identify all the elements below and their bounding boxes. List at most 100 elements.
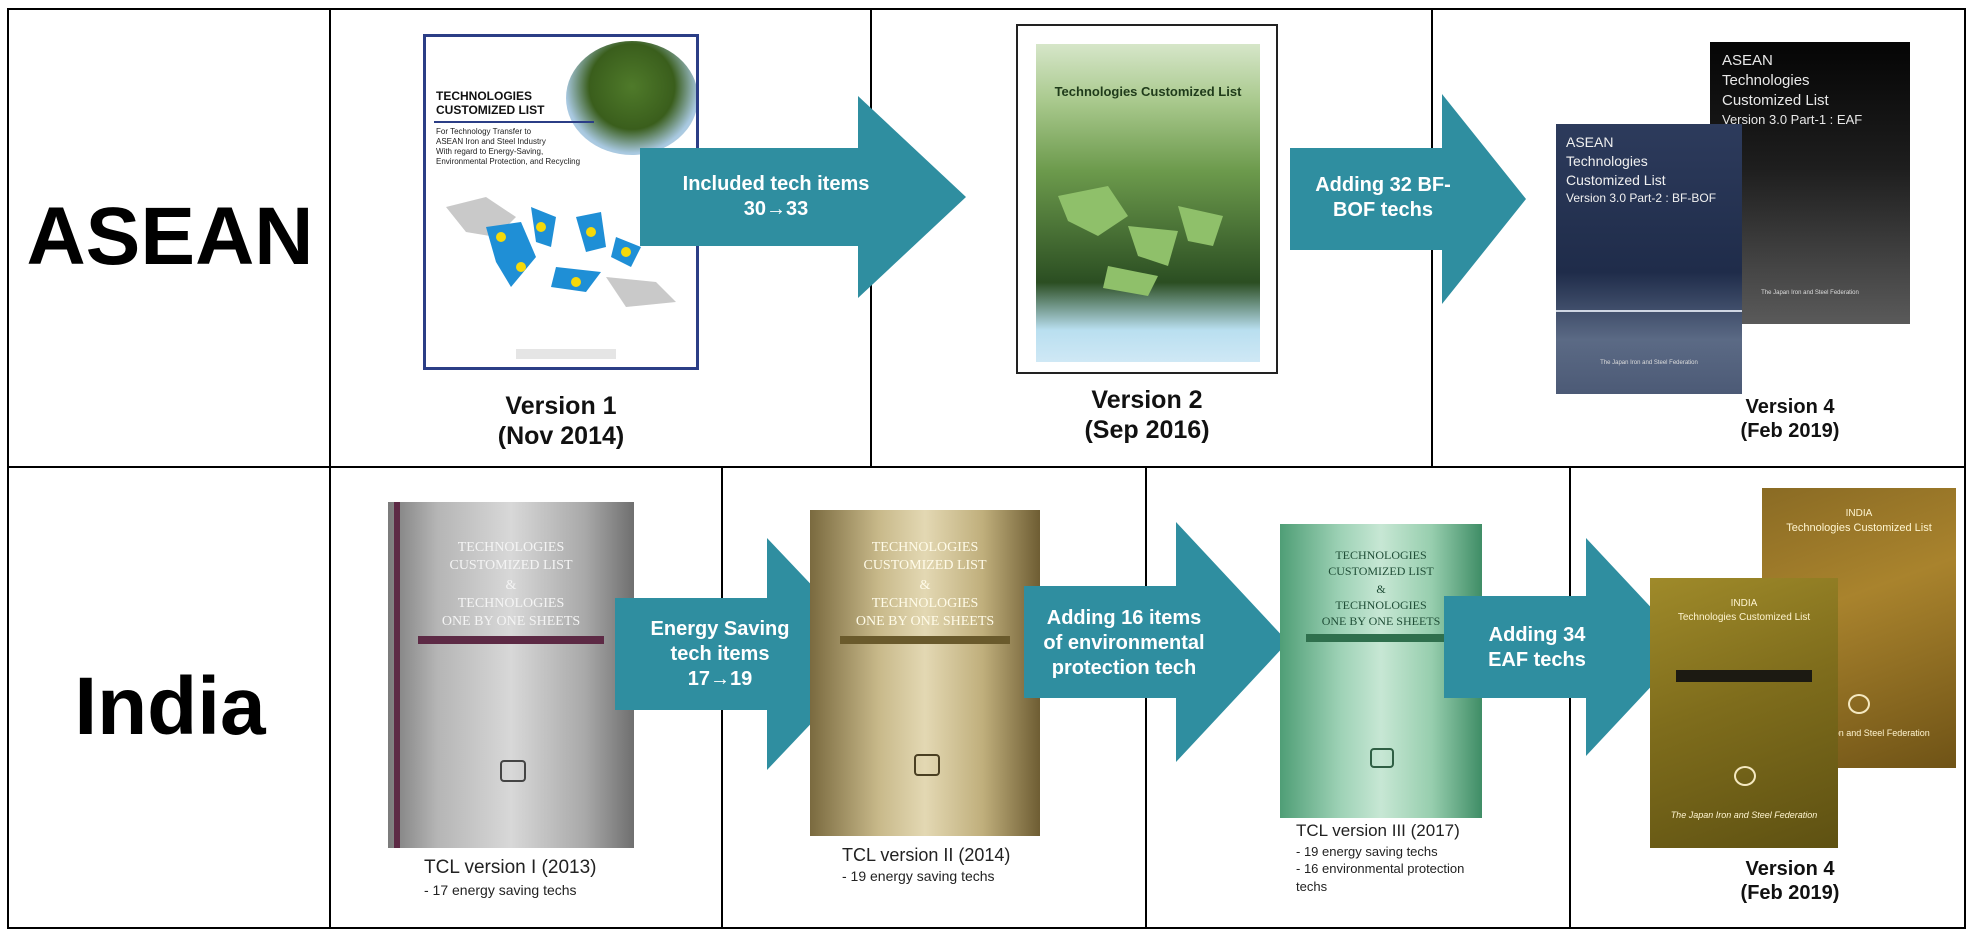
asean-v4-front-line3: Customized List (1566, 172, 1666, 188)
india-arrow-3-line1: Adding 34 (1488, 624, 1586, 646)
india-v4-front-cover: INDIA Technologies Customized List The J… (1650, 578, 1838, 848)
india-v2-caption-item1: - 19 energy saving techs (842, 868, 995, 885)
asean-v1-desc-line1: For Technology Transfer to (436, 127, 532, 136)
asean-arrow-2-label: Adding 32 BF- BOF techs (1292, 148, 1474, 248)
row-label-asean: ASEAN (26, 191, 314, 282)
india-v1-title-line4: ONE BY ONE SHEETS (441, 614, 581, 629)
india-v4-back-footer: Iron and Steel Federation (1828, 728, 1930, 738)
india-arrow-1-label: Energy Saving tech items 17→19 (620, 600, 820, 708)
asean-v2-caption: Version 2 (Sep 2016) (1016, 386, 1278, 445)
india-v3-title-line1: TECHNOLOGIES (1335, 548, 1427, 562)
india-v1-spine (394, 502, 400, 848)
india-v1-title-line2: CUSTOMIZED LIST (449, 558, 573, 573)
india-v3-title-line4: ONE BY ONE SHEETS (1321, 614, 1441, 628)
india-arrow-3-label: Adding 34 EAF techs (1448, 598, 1626, 698)
india-v2-caption: TCL version II (2014) - 19 energy saving… (842, 843, 1072, 886)
india-arrow-3-line2: EAF techs (1488, 649, 1586, 671)
india-arrow-1-line3: 17→19 (687, 667, 753, 690)
india-v2-title-line1: TECHNOLOGIES (871, 540, 979, 555)
india-v2-amp: & (919, 578, 931, 593)
india-v2-cover: TECHNOLOGIES CUSTOMIZED LIST & TECHNOLOG… (810, 510, 1040, 836)
india-v3-caption-item2: - 16 environmental protection (1296, 861, 1465, 877)
asean-v4-back-line3: Customized List (1722, 92, 1829, 109)
row-label-india: India (74, 661, 266, 752)
asean-arrow-2-line1: Adding 32 BF- (1315, 174, 1451, 196)
india-v2-emblem (914, 754, 940, 776)
india-v4-front-emblem (1734, 766, 1756, 786)
asean-v4-back-line2: Technologies (1722, 72, 1810, 89)
asean-v4-front-line2: Technologies (1566, 153, 1648, 169)
asean-v2-cover: Technologies Customized List (1016, 24, 1278, 374)
india-v1-title-line3: TECHNOLOGIES (457, 596, 565, 611)
asean-arrow-1-line1: Included tech items (682, 173, 870, 195)
india-v4-caption-line1: Version 4 (1745, 858, 1835, 880)
india-v4-back-line2: Technologies Customized List (1786, 522, 1932, 534)
asean-v4-back-line1: ASEAN (1722, 52, 1773, 69)
india-v3-caption: TCL version III (2017) - 19 energy savin… (1296, 820, 1526, 896)
india-v3-band (1306, 634, 1456, 642)
asean-v1-caption-line1: Version 1 (505, 392, 617, 420)
india-v4-front-footer: The Japan Iron and Steel Federation (1670, 810, 1818, 820)
india-v4-front-line2: Technologies Customized List (1677, 612, 1811, 623)
asean-v4-front-cover: ASEAN Technologies Customized List Versi… (1556, 124, 1742, 394)
india-v1-caption-item1: - 17 energy saving techs (424, 881, 577, 898)
asean-v1-desc-line4: Environmental Protection, and Recycling (436, 157, 581, 166)
asean-v2-caption-line1: Version 2 (1091, 386, 1203, 414)
asean-arrow-1 (640, 96, 966, 298)
india-v2-title-line4: ONE BY ONE SHEETS (855, 614, 995, 629)
asean-v2-caption-line2: (Sep 2016) (1084, 415, 1210, 444)
india-v2-title-line2: CUSTOMIZED LIST (863, 558, 987, 573)
india-v3-emblem (1370, 748, 1394, 768)
india-arrow-2-label: Adding 16 items of environmental protect… (1028, 590, 1220, 696)
asean-v1-desc-line3: With regard to Energy-Saving, (436, 147, 544, 156)
tree-illustration (566, 41, 696, 155)
india-v2-caption-title: TCL version II (2014) (842, 845, 1011, 865)
india-v4-front-band (1676, 670, 1812, 682)
asean-v4-back-cover: ASEAN Technologies Customized List Versi… (1710, 42, 1910, 324)
india-v3-caption-item1: - 19 energy saving techs (1296, 843, 1438, 859)
india-v3-cover: TECHNOLOGIES CUSTOMIZED LIST & TECHNOLOG… (1280, 524, 1482, 818)
asean-v4-front-line4: Version 3.0 Part-2 : BF-BOF (1566, 191, 1717, 205)
india-v4-caption-line2: (Feb 2019) (1740, 881, 1840, 904)
india-v1-amp: & (505, 578, 517, 593)
asean-v1-title-line1: TECHNOLOGIES (436, 89, 533, 103)
india-v2-title-line3: TECHNOLOGIES (871, 596, 979, 611)
asean-arrow-2 (1290, 94, 1526, 304)
india-v4-caption: Version 4 (Feb 2019) (1700, 858, 1880, 905)
asean-v2-title: Technologies Customized List (1054, 84, 1242, 99)
india-v1-title-line1: TECHNOLOGIES (457, 540, 565, 555)
india-arrow-3 (1444, 538, 1688, 756)
asean-v4-front-footer: The Japan Iron and Steel Federation (1600, 360, 1698, 366)
india-v4-back-emblem (1848, 694, 1870, 714)
asean-map-illustration (446, 197, 676, 307)
india-v3-caption-title: TCL version III (2017) (1296, 821, 1460, 840)
india-v3-title-line3: TECHNOLOGIES (1335, 598, 1427, 612)
india-v1-cover: TECHNOLOGIES CUSTOMIZED LIST & TECHNOLOG… (388, 502, 634, 848)
india-v1-band (418, 636, 604, 644)
india-v3-title-line2: CUSTOMIZED LIST (1328, 564, 1434, 578)
asean-v4-back-footer: The Japan Iron and Steel Federation (1761, 290, 1859, 296)
india-v3-caption-item3: techs (1296, 879, 1328, 895)
india-arrow-2 (1024, 522, 1288, 762)
india-arrow-1-line1: Energy Saving (650, 617, 790, 640)
asean-v4-caption-line1: Version 4 (1745, 396, 1835, 418)
india-v1-caption-title: TCL version I (2013) (424, 857, 597, 878)
asean-v1-desc-line2: ASEAN Iron and Steel Industry (436, 137, 546, 146)
asean-v1-footer-rule (516, 349, 616, 359)
asean-v1-caption-line2: (Nov 2014) (497, 421, 625, 450)
india-v1-emblem (500, 760, 526, 782)
v2-map-illustration (1058, 186, 1223, 296)
india-v4-front-line1: INDIA (1730, 598, 1758, 609)
title-rule (434, 121, 594, 123)
asean-v4-back-line4: Version 3.0 Part-1 : EAF (1722, 112, 1863, 127)
india-v3-amp: & (1376, 582, 1386, 596)
india-arrow-2-line2: of environmental (1043, 631, 1205, 654)
asean-arrow-1-line2: 30→33 (743, 198, 809, 220)
india-arrow-2-line1: Adding 16 items (1046, 606, 1202, 629)
india-v2-band (840, 636, 1010, 644)
india-arrow-1-line2: tech items (670, 642, 770, 665)
asean-arrow-1-label: Included tech items 30→33 (650, 148, 902, 246)
asean-v4-front-line1: ASEAN (1566, 134, 1614, 150)
india-v4-back-line1: INDIA (1845, 508, 1873, 519)
